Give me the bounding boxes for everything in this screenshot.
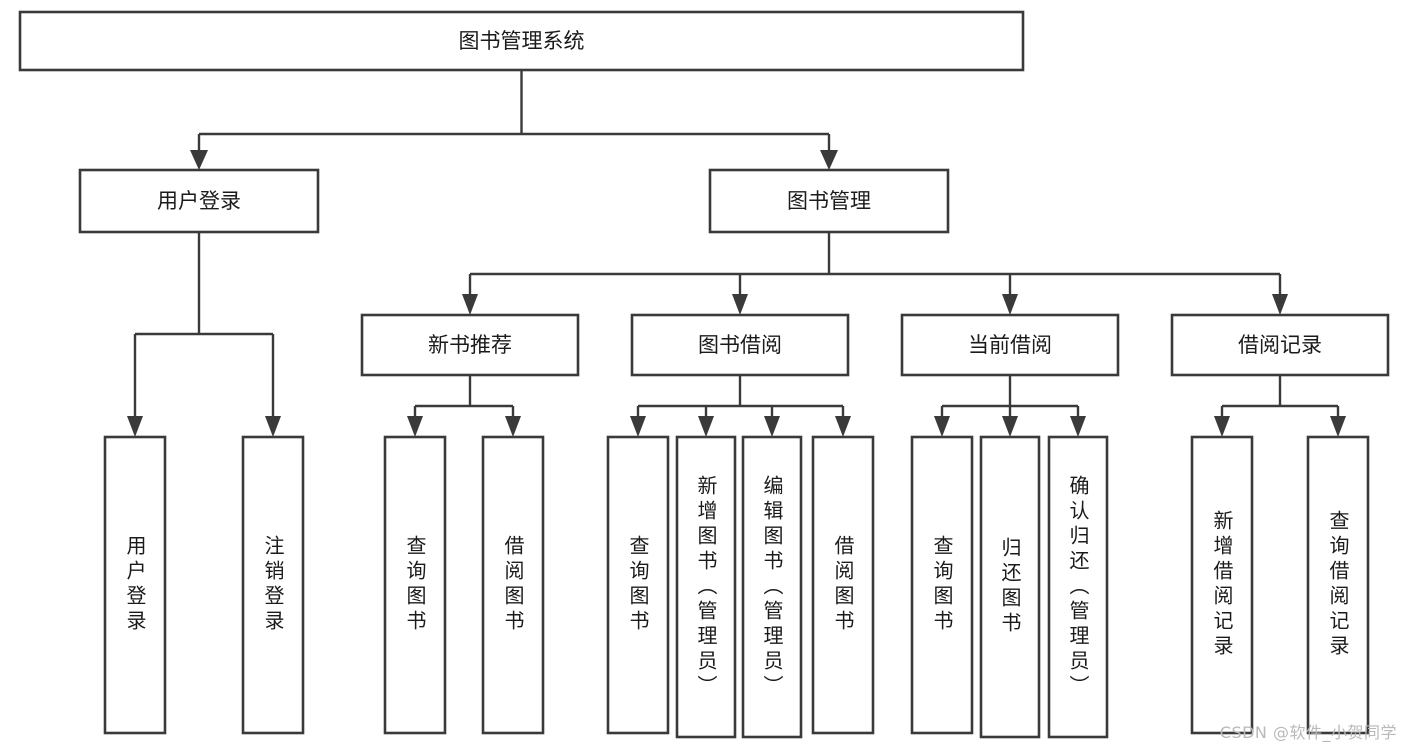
arrow-to-leaf-add-book <box>698 416 714 437</box>
arrow-to-leaf-confirm-return <box>1070 416 1086 437</box>
node-current-borrow-label: 当前借阅 <box>968 333 1052 357</box>
arrow-to-user-login <box>190 150 208 170</box>
node-current-borrow[interactable]: 当前借阅 <box>900 313 1120 377</box>
node-new-book-recommend-label: 新书推荐 <box>428 333 512 357</box>
node-leaf-query-book-2[interactable] <box>606 435 670 735</box>
arrow-to-book-borrow <box>732 294 748 315</box>
node-book-borrow[interactable]: 图书借阅 <box>630 313 850 377</box>
node-leaf-logout-box[interactable] <box>241 435 305 735</box>
arrow-to-new-book-recommend <box>462 294 478 315</box>
node-root-box[interactable] <box>18 10 1025 72</box>
arrow-to-leaf-query-book-3 <box>934 416 950 437</box>
node-leaf-borrow-book-1[interactable] <box>481 435 545 735</box>
node-leaf-query-book-1-box[interactable] <box>383 435 447 735</box>
node-user-login-label: 用户登录 <box>157 189 241 213</box>
arrow-to-leaf-query-record <box>1330 416 1346 437</box>
arrow-to-leaf-edit-book <box>764 416 780 437</box>
node-borrow-record-box[interactable] <box>1170 313 1390 377</box>
node-root[interactable]: 图书管理系统 <box>18 10 1025 72</box>
arrow-to-leaf-query-book-1 <box>407 416 423 437</box>
arrow-to-leaf-add-record <box>1214 416 1230 437</box>
node-user-login[interactable]: 用户登录 <box>78 168 320 234</box>
arrow-to-current-borrow <box>1002 294 1018 315</box>
node-user-login-box[interactable] <box>78 168 320 234</box>
arrow-to-borrow-record <box>1272 294 1288 315</box>
node-current-borrow-box[interactable] <box>900 313 1120 377</box>
node-leaf-query-record-box[interactable] <box>1306 435 1370 735</box>
node-leaf-add-record[interactable] <box>1190 435 1254 735</box>
node-leaf-return-book[interactable] <box>979 435 1041 739</box>
node-borrow-record-label: 借阅记录 <box>1238 333 1322 357</box>
node-leaf-query-book-1[interactable] <box>383 435 447 735</box>
node-leaf-confirm-return[interactable] <box>1047 435 1109 739</box>
node-borrow-record[interactable]: 借阅记录 <box>1170 313 1390 377</box>
node-book-borrow-label: 图书借阅 <box>698 333 782 357</box>
node-leaf-edit-book-box[interactable] <box>741 435 803 739</box>
arrow-to-leaf-user-login <box>127 416 143 437</box>
node-leaf-query-book-3-box[interactable] <box>910 435 974 735</box>
node-leaf-user-login[interactable] <box>103 435 167 735</box>
node-leaf-query-record[interactable] <box>1306 435 1370 735</box>
csdn-watermark: CSDN @软件_小贺同学 <box>1219 723 1397 742</box>
node-leaf-borrow-book-2-box[interactable] <box>811 435 875 735</box>
node-new-book-recommend-box[interactable] <box>360 313 580 377</box>
arrow-to-leaf-borrow-book-2 <box>835 416 851 437</box>
node-leaf-logout[interactable] <box>241 435 305 735</box>
node-leaf-query-book-3[interactable] <box>910 435 974 735</box>
node-leaf-borrow-book-2[interactable] <box>811 435 875 735</box>
arrow-to-book-manage <box>820 150 838 170</box>
arrow-to-leaf-query-book-2 <box>630 416 646 437</box>
node-leaf-user-login-box[interactable] <box>103 435 167 735</box>
node-new-book-recommend[interactable]: 新书推荐 <box>360 313 580 377</box>
connector-group <box>127 70 1346 437</box>
node-leaf-edit-book[interactable] <box>741 435 803 739</box>
node-book-borrow-box[interactable] <box>630 313 850 377</box>
node-book-manage-box[interactable] <box>708 168 950 234</box>
node-book-manage-label: 图书管理 <box>787 189 871 213</box>
node-leaf-add-book[interactable] <box>675 435 737 739</box>
node-book-manage[interactable]: 图书管理 <box>708 168 950 234</box>
arrow-to-leaf-return-book <box>1002 416 1018 437</box>
node-leaf-add-book-box[interactable] <box>675 435 737 739</box>
node-leaf-add-record-box[interactable] <box>1190 435 1254 735</box>
arrow-to-leaf-borrow-book-1 <box>505 416 521 437</box>
node-leaf-return-book-box[interactable] <box>979 435 1041 739</box>
arrow-to-leaf-logout <box>265 416 281 437</box>
node-leaf-confirm-return-box[interactable] <box>1047 435 1109 739</box>
node-root-label: 图书管理系统 <box>459 29 585 53</box>
node-leaf-borrow-book-1-box[interactable] <box>481 435 545 735</box>
node-leaf-query-book-2-box[interactable] <box>606 435 670 735</box>
